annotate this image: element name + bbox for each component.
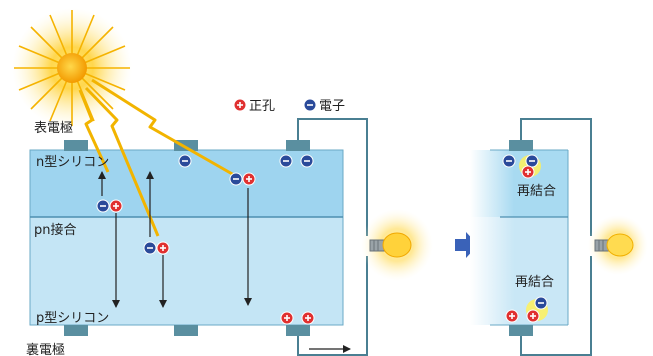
right-back-electrode [509,325,533,336]
right-light-bulb-icon [588,215,648,275]
back-electrode-3 [286,325,310,336]
recombination-bottom [505,296,548,323]
carrier-pair-1 [96,199,123,213]
front-electrode-label: 表電極 [34,120,73,136]
carrier-arrows [98,171,252,308]
front-electrode-1 [64,140,88,151]
carrier-pair-2 [143,241,170,255]
sun-icon [12,8,132,128]
right-p-type-layer [470,217,568,325]
electron-top-1 [178,154,192,168]
p-type-layer [29,216,344,326]
electron-top-3 [300,154,314,168]
light-bulb-icon [361,209,433,281]
legend-hole-label: 正孔 [249,99,275,114]
back-electrode-1 [64,325,88,336]
carrier-pair-3 [229,172,256,186]
back-electrode-label: 裏電極 [26,342,65,356]
legend-electron-icon [303,98,317,112]
legend-electron-label: 電子 [319,99,345,114]
right-n-type-layer [470,150,568,217]
hole-bottom-2 [301,311,315,325]
right-arrow-icon [455,232,478,258]
right-external-wire [520,118,592,356]
hole-bottom-1 [280,311,294,325]
light-rays [78,78,235,237]
recombination-top [502,154,541,179]
back-electrode-2 [174,325,198,336]
pn-junction-label: pn接合 [34,222,77,238]
front-electrode-2 [174,140,198,151]
recombination-top-label: 再結合 [517,184,556,199]
p-type-label: p型シリコン [36,311,109,326]
legend: 正孔 電子 [233,98,345,114]
external-wire [297,118,368,356]
n-type-label: n型シリコン [36,155,109,170]
electron-top-2 [279,154,293,168]
recombination-bottom-label: 再結合 [515,275,554,290]
front-electrode-3 [286,140,310,151]
legend-hole-icon [233,98,247,112]
right-front-electrode [509,140,533,151]
